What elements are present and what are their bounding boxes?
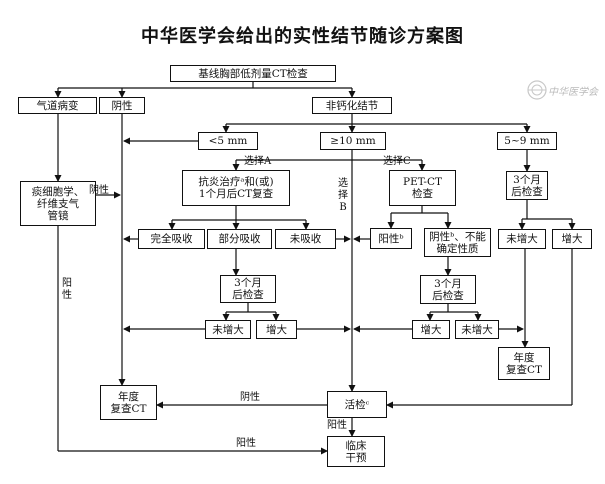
biopsy-positive-label: 阳性 [327,420,347,431]
mid-not-enlarged-box: 未增大 [205,320,251,339]
size-5-9mm-box: 5~9 mm [497,132,557,150]
non-calcified-nodule-box: 非钙化结节 [312,97,392,114]
negative-uncertain-box: 阴性ᵇ、不能 确定性质 [424,228,491,257]
pet-ct-box: PET-CT 检查 [389,170,456,206]
partial-absorption-box: 部分吸收 [207,229,272,249]
complete-absorption-box: 完全吸收 [138,229,205,249]
three-month-followup-mid-box: 3个月 后检查 [220,275,276,303]
option-c-label: 选择C [383,156,411,167]
annual-ct-left-box: 年度 复查CT [100,385,157,420]
annual-ct-right-box: 年度 复查CT [498,347,550,380]
biopsy-negative-label: 阴性 [240,392,260,403]
watermark-text: 中华医学会 [548,87,598,98]
sputum-positive-label: 阳 性 [62,278,72,301]
option-a-label: 选择A [244,156,272,167]
size-ge10mm-box: ≥10 mm [320,132,386,150]
no-absorption-box: 未吸收 [275,229,336,249]
sputum-bronchoscopy-box: 痰细胞学、 纤维支气 管镜 [20,181,96,226]
negative-box: 阴性 [99,97,145,114]
size-lt5mm-box: <5 mm [198,132,258,150]
sputum-negative-label: 阴性 [89,185,109,196]
page-title: 中华医学会给出的实性结节随诊方案图 [141,26,464,47]
watermark-logo-icon [527,80,547,100]
clinical-intervention-box: 临床 干预 [327,436,385,467]
three-month-followup-right-box: 3个月 后检查 [506,171,548,200]
positive-b-box: 阳性ᵇ [370,228,412,249]
anti-inflammatory-box: 抗炎治疗ᵃ和(或) 1个月后CT复查 [182,170,290,206]
bottom-positive-label: 阳性 [236,438,256,449]
pet-not-enlarged-box: 未增大 [455,320,499,339]
mid-enlarged-box: 增大 [256,320,297,339]
right-enlarged-box: 增大 [552,229,592,249]
option-b-label: 选 择 B [338,178,348,213]
three-month-followup-pet-box: 3个月 后检查 [420,275,476,304]
airway-lesion-box: 气道病变 [18,97,97,114]
baseline-ct-box: 基线胸部低剂量CT检查 [170,65,336,82]
pet-enlarged-box: 增大 [412,320,450,339]
right-not-enlarged-box: 未增大 [498,229,546,249]
biopsy-box: 活检ᶜ [327,391,387,418]
